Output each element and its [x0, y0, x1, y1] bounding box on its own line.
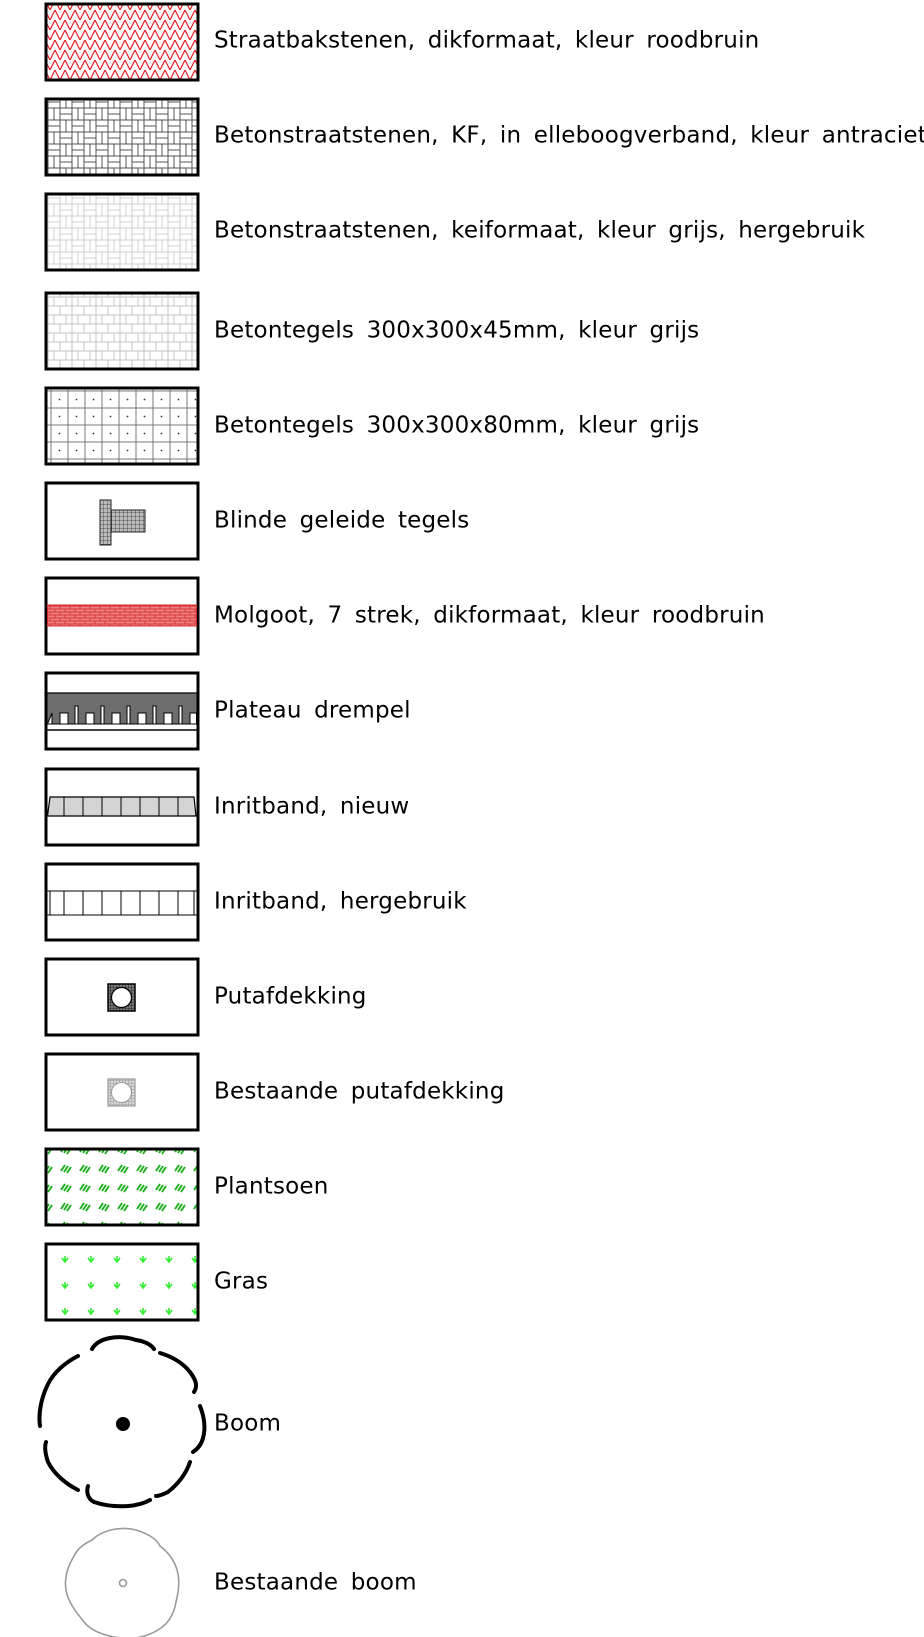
swatch-plantsoen — [44, 1147, 200, 1227]
swatch-putafdekking — [44, 957, 200, 1037]
legend-label-betonstraatstenen-kf: Betonstraatstenen, KF, in elleboogverban… — [214, 122, 924, 149]
legend-label-plantsoen: Plantsoen — [214, 1173, 329, 1200]
swatch-betontegels-80 — [44, 386, 200, 466]
swatch-blinde-geleide-tegels — [44, 481, 200, 561]
legend-label-betonstraatstenen-hergebruik: Betonstraatstenen, keiformaat, kleur gri… — [214, 217, 866, 244]
swatch-betontegels-45 — [44, 291, 200, 371]
swatch-gras — [44, 1242, 200, 1322]
legend-label-inritband-nieuw: Inritband, nieuw — [214, 793, 410, 820]
swatch-inritband-hergebruik — [44, 862, 200, 942]
swatch-betonstraatstenen-kf — [44, 97, 200, 177]
legend-label-betontegels-80: Betontegels 300x300x80mm, kleur grijs — [214, 412, 700, 439]
legend-label-gras: Gras — [214, 1268, 269, 1295]
legend-label-betontegels-45: Betontegels 300x300x45mm, kleur grijs — [214, 317, 700, 344]
legend-label-inritband-hergebruik: Inritband, hergebruik — [214, 888, 467, 915]
legend-label-blinde-geleide-tegels: Blinde geleide tegels — [214, 507, 470, 534]
swatch-straatbakstenen — [44, 2, 200, 82]
swatch-molgoot — [44, 576, 200, 656]
swatch-inritband-nieuw — [44, 767, 200, 847]
legend-label-bestaande-boom: Bestaande boom — [214, 1569, 417, 1596]
legend-label-plateau-drempel: Plateau drempel — [214, 697, 411, 724]
legend-label-molgoot: Molgoot, 7 strek, dikformaat, kleur rood… — [214, 602, 765, 629]
swatch-betonstraatstenen-hergebruik — [44, 192, 200, 272]
legend-label-bestaande-putafdekking: Bestaande putafdekking — [214, 1078, 505, 1105]
legend-label-putafdekking: Putafdekking — [214, 983, 367, 1010]
tree-symbol-existing — [64, 1527, 180, 1637]
swatch-plateau-drempel — [44, 671, 200, 751]
tree-symbol-new — [37, 1335, 207, 1509]
legend-label-straatbakstenen: Straatbakstenen, dikformaat, kleur roodb… — [214, 27, 760, 54]
legend-label-boom: Boom — [214, 1410, 282, 1437]
swatch-bestaande-putafdekking — [44, 1052, 200, 1132]
